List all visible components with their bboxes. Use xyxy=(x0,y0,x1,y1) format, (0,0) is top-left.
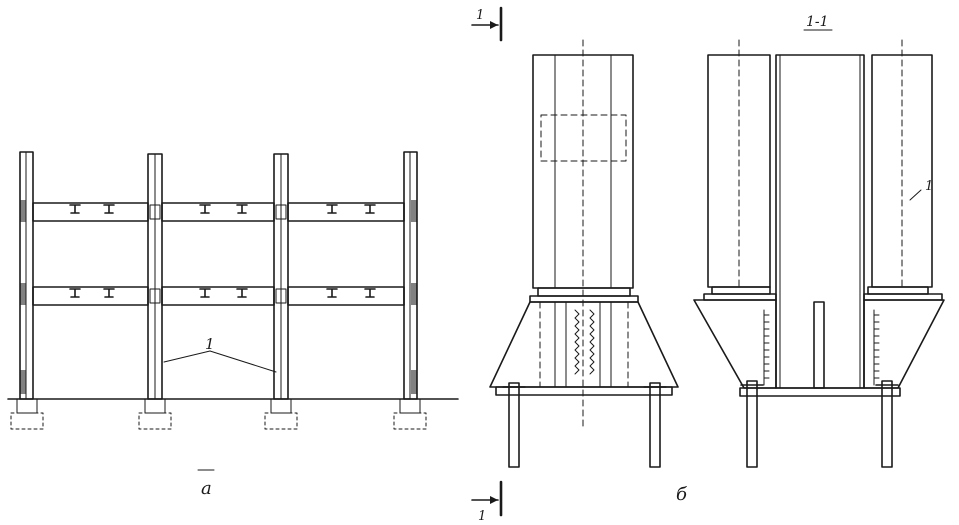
panel-b-label: б xyxy=(676,484,688,505)
right-gusset xyxy=(863,299,945,389)
joists-upper xyxy=(69,204,376,214)
callout-1-frame-label: 1 xyxy=(205,335,215,353)
section-arrow-top xyxy=(471,6,503,42)
dashed-sleeve xyxy=(540,114,627,162)
column-4 xyxy=(403,151,418,400)
base-plate xyxy=(495,386,673,396)
anchor-bolts-b xyxy=(502,382,667,468)
base-trapezoid xyxy=(489,301,679,388)
foundations xyxy=(10,398,427,430)
callout-1-section-leader xyxy=(909,189,922,201)
column-1 xyxy=(19,151,34,400)
weld-ticks-section xyxy=(763,309,880,386)
column-3 xyxy=(273,153,289,400)
frame-elevation xyxy=(7,151,459,430)
section-mark-top: 1 xyxy=(476,8,484,23)
upper-floor-beams xyxy=(32,202,405,222)
section-title: 1-1 xyxy=(806,14,829,30)
section-central-plate xyxy=(775,54,865,389)
joists-lower xyxy=(69,288,376,298)
section-base-plate xyxy=(739,387,901,397)
callout-1-leaders xyxy=(163,350,277,373)
callout-1-section-label: 1 xyxy=(925,179,933,194)
column-2 xyxy=(147,153,163,400)
central-stiffener xyxy=(813,301,825,389)
panel-a-label: a xyxy=(201,478,212,499)
section-arrow-bottom xyxy=(471,480,503,517)
column-base-elevation xyxy=(471,6,679,517)
weld-marks-b xyxy=(574,309,595,375)
anchor-bolts-section xyxy=(740,380,899,468)
section-mark-bottom: 1 xyxy=(478,509,486,524)
section-1-1 xyxy=(693,39,945,468)
lower-floor-beams xyxy=(32,286,405,306)
